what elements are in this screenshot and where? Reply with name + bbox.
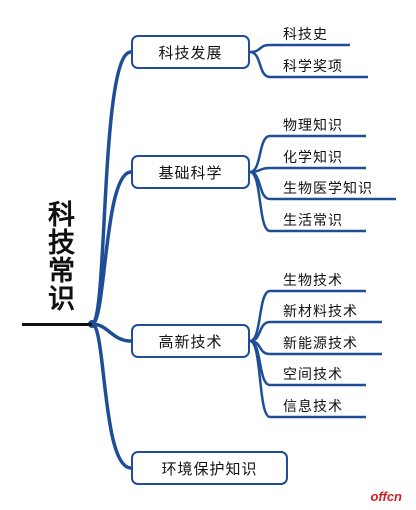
branch-environmental-protection[interactable]: 环境保护知识 [131,451,288,485]
leaf-daily-life[interactable]: 生活常识 [283,213,343,229]
leaf-physics[interactable]: 物理知识 [283,118,343,134]
leaf-space-tech[interactable]: 空间技术 [283,367,343,383]
leaf-science-awards[interactable]: 科学奖项 [283,59,343,75]
leaf-chemistry[interactable]: 化学知识 [283,150,343,166]
branch-high-tech[interactable]: 高新技术 [131,324,250,358]
root-title: 科技常识 [43,200,74,312]
leaf-biomedical[interactable]: 生物医学知识 [283,181,373,197]
leaf-tech-history[interactable]: 科技史 [283,27,328,43]
watermark-logo: offcn [370,489,402,504]
root-underline [22,323,92,326]
leaf-new-energy[interactable]: 新能源技术 [283,336,358,352]
leaf-new-materials[interactable]: 新材料技术 [283,304,358,320]
leaf-biotech[interactable]: 生物技术 [283,273,343,289]
branch-basic-science[interactable]: 基础科学 [131,155,250,189]
leaf-info-tech[interactable]: 信息技术 [283,399,343,415]
branch-tech-development[interactable]: 科技发展 [131,35,250,69]
